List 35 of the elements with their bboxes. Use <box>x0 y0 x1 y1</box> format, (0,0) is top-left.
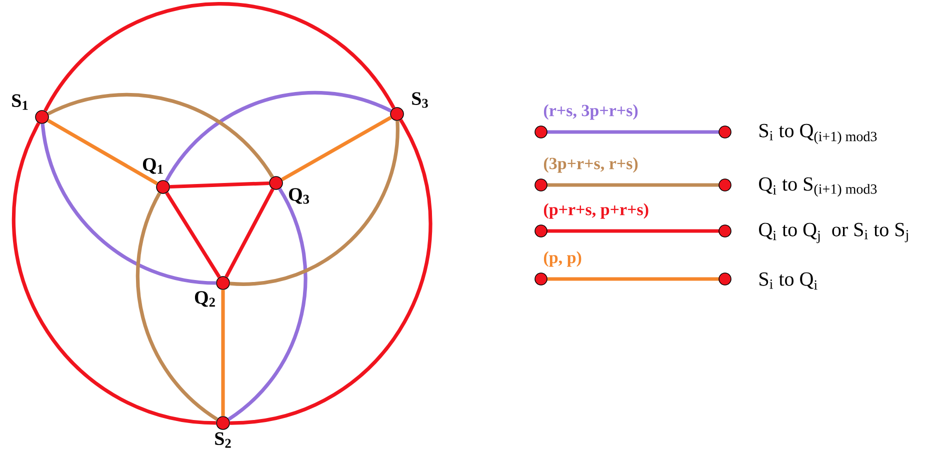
circle-arc <box>164 91 392 182</box>
weight-label: (3p+r+s, r+s) <box>544 157 638 173</box>
legend-text: $\text{S}_{\text{i}}\text{ to Q}_{\text{(i+1) mod3}}$ <box>760 124 877 144</box>
legend-text: $\text{Q}_{\text{i}}\text{ to S}_{\text{(i+1) mod3}}$ <box>759 177 877 197</box>
vertex-label: S$_{1}$ <box>12 94 28 110</box>
weight-label: (r+s, 3p+r+s) <box>544 104 638 120</box>
circle-arc <box>228 188 308 421</box>
circle-arc <box>12 122 216 425</box>
circle-arc <box>47 93 274 178</box>
vertex-dot <box>216 276 230 290</box>
vertex-label: Q$_{2}$ <box>194 291 215 307</box>
edge-line <box>47 118 158 186</box>
vertex-dot <box>216 416 230 430</box>
circle-arc <box>40 124 216 285</box>
edge-line <box>281 116 392 182</box>
weight-label: (p+r+s, p+r+s) <box>544 203 648 219</box>
vertex-label: S$_{3}$ <box>412 92 428 108</box>
vertex-dot <box>390 107 404 121</box>
circle-arc <box>44 2 396 112</box>
edge-line <box>221 290 225 416</box>
legend-text: $\text{Q}_{\text{i}}\text{ to Q}_{\text{j}}\text{ \ or S}_{\text{i}}\text{ to S}_{\text{j}}$ <box>759 222 908 244</box>
circle-arc <box>136 192 218 421</box>
circle-arc <box>230 120 400 286</box>
vertex-label: Q$_{1}$ <box>142 158 163 174</box>
legend-text: $\text{S}_{\text{i}}\text{ to Q}_{\text{i}}$ <box>760 272 818 290</box>
edge-line <box>170 181 270 189</box>
vertex-dot <box>156 180 170 194</box>
edge-line <box>165 192 221 278</box>
circle-arc <box>230 119 432 425</box>
vertex-label: Q$_{3}$ <box>288 188 310 204</box>
vertex-label: S$_{2}$ <box>215 432 231 448</box>
vertex-dot <box>35 110 49 124</box>
edge-line <box>224 188 274 278</box>
vertex-dot <box>269 176 283 190</box>
weight-label: (p, p) <box>544 251 582 267</box>
